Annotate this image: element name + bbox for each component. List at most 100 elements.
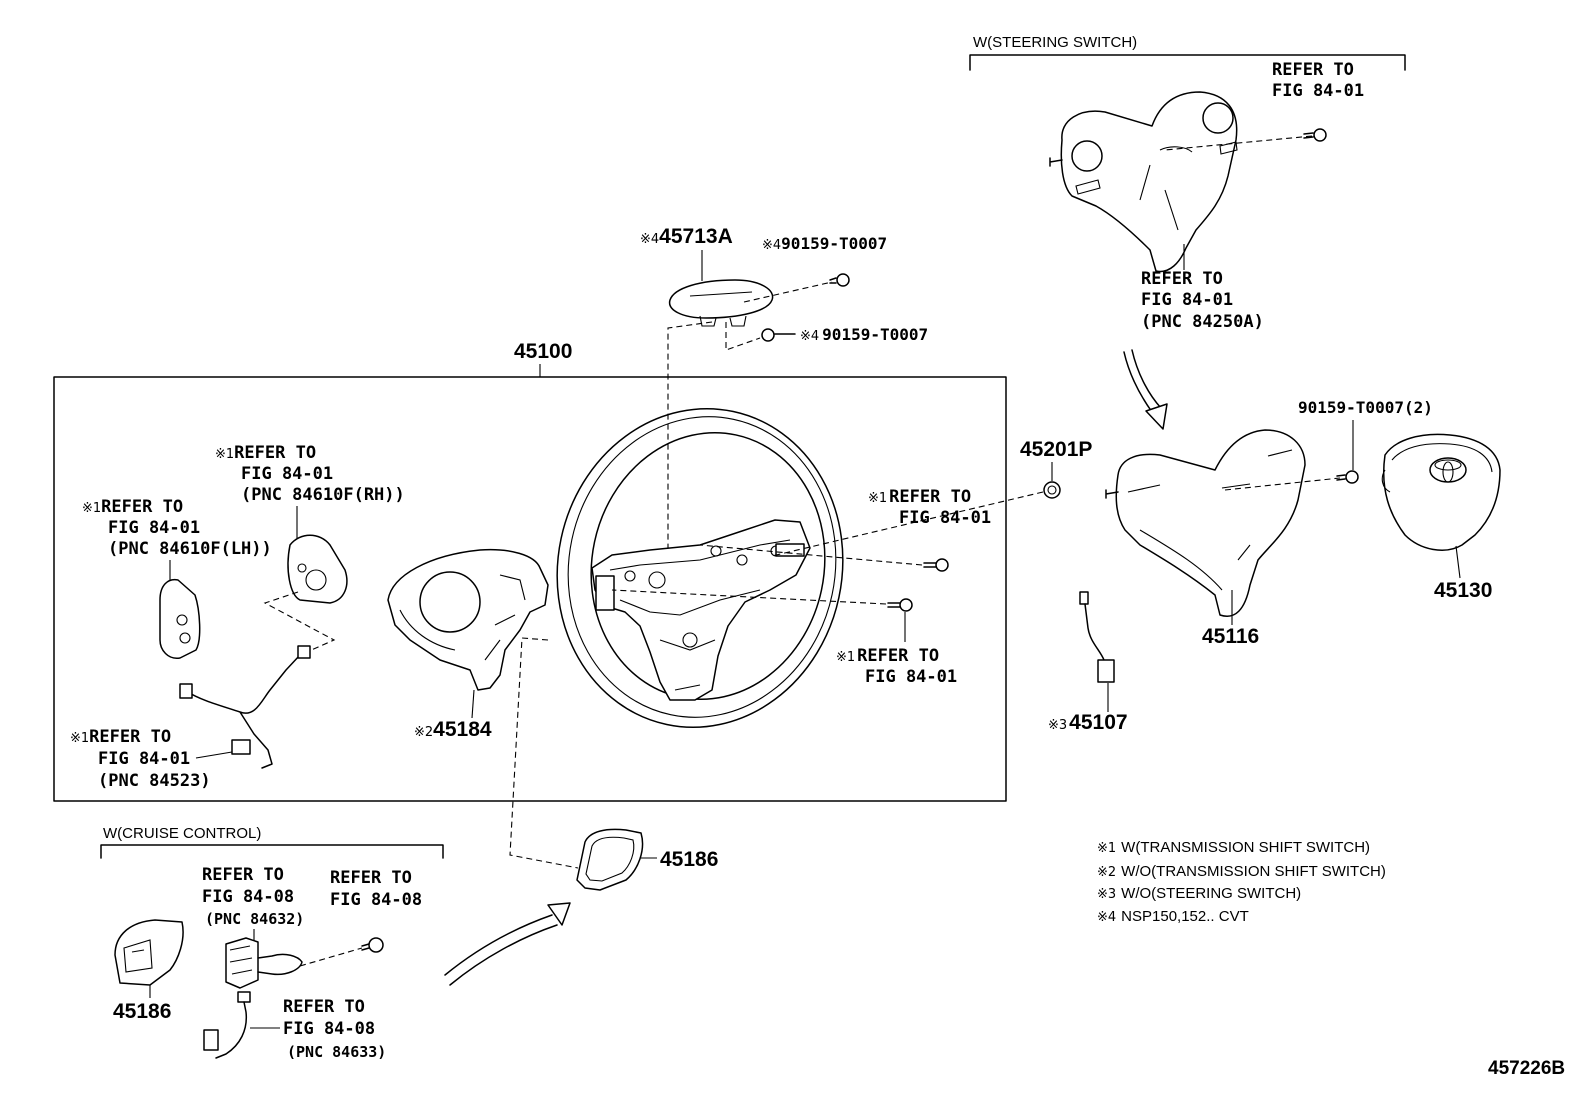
pad-assy-drawing — [1382, 433, 1501, 551]
note-mark: ※1 — [215, 447, 234, 462]
ref-line: REFER TO — [283, 997, 365, 1017]
cruise-switch-detail — [229, 945, 253, 975]
note-mark: ※3 — [1048, 718, 1067, 733]
ref-line: (PNC 84610F(RH)) — [241, 485, 405, 505]
harness-drawing — [187, 654, 301, 769]
wheel-nut-group: 45201P — [771, 438, 1092, 557]
group-header: W(STEERING SWITCH) — [973, 34, 1137, 51]
lower-cover-drawing — [1115, 429, 1306, 617]
ref-harness: ※1REFER TO — [70, 727, 171, 747]
leader-dashed — [263, 591, 336, 653]
cruise-harness-drawing — [215, 1001, 248, 1059]
leader-dashed — [699, 544, 923, 566]
group-bracket — [100, 844, 444, 859]
hub-tab-left — [595, 575, 615, 611]
part-label-pad-screw: 90159-T0007(2) — [1298, 398, 1433, 417]
leader-line — [1455, 545, 1461, 579]
toyota-emblem-top — [1434, 459, 1462, 471]
toyota-emblem-inner — [1442, 461, 1454, 483]
part-label-45201p: 45201P — [1020, 438, 1092, 461]
hub-hole — [736, 554, 748, 566]
switch-rh-button — [297, 563, 307, 573]
switch-stub — [1049, 157, 1063, 167]
pad-assy-edge — [1381, 443, 1493, 493]
ref-line: REFER TO — [1272, 60, 1354, 80]
steering-switch-bezel — [1060, 91, 1238, 273]
part-number: 45713A — [659, 225, 733, 248]
curved-arrow-icon — [1123, 349, 1168, 430]
part-label-screw-upper: ※490159-T0007 — [762, 234, 887, 253]
leader-dashed — [509, 637, 579, 869]
part-label-45186: 45186 — [660, 848, 718, 871]
ref-line: (PNC 84523) — [98, 771, 211, 791]
small-cover-inner — [585, 836, 635, 882]
screw-icon — [829, 273, 850, 287]
harness-connector — [231, 739, 251, 755]
ref-line: (PNC 84633) — [287, 1043, 386, 1061]
nut-icon — [1043, 481, 1061, 499]
part-number: 45184 — [433, 718, 492, 741]
pad-screw-group: 90159-T0007(2) — [1298, 398, 1433, 484]
hub-hole — [682, 632, 698, 648]
cruise-switch-drawing — [225, 937, 259, 989]
note-mark: ※1 — [836, 650, 855, 665]
switch-rh-drawing — [287, 534, 348, 604]
switch-hole-right — [1202, 102, 1234, 134]
switch-lh-button — [176, 614, 188, 626]
wire-drawing — [1084, 603, 1105, 661]
part-number: 45107 — [1069, 711, 1127, 734]
nut-icon-inner — [1047, 485, 1057, 495]
leader-dashed — [771, 491, 1044, 557]
note-mark: ※1 — [82, 501, 101, 516]
ref-line: (PNC 84632) — [205, 910, 304, 928]
ref-line: FIG 84-01 — [1272, 81, 1364, 101]
ref-switch-lh: ※1REFER TO — [82, 497, 183, 517]
leader-dashed — [743, 281, 833, 303]
cruise-harness-connector — [237, 991, 251, 1003]
ref-line: FIG 84-08 — [330, 890, 422, 910]
part-label-45116: 45116 — [1202, 625, 1259, 648]
wire-connector — [1079, 591, 1089, 605]
lower-cover-group: 45116 — [1105, 429, 1341, 648]
note-mark: ※1 — [1097, 841, 1116, 856]
wheel-assy-group: 45100 ※245184 ※1REFER TO FIG 84-01 (PNC … — [53, 340, 1007, 869]
note-mark: ※1 — [868, 491, 887, 506]
part-label-45100: 45100 — [514, 340, 572, 363]
part-label-45713a: ※445713A — [640, 225, 733, 248]
cruise-control-group: W(CRUISE CONTROL) REFER TO FIG 84-08 (PN… — [100, 825, 444, 1061]
screw-icon — [361, 937, 384, 953]
ref-line: REFER TO — [89, 727, 171, 747]
legend-text: W(TRANSMISSION SHIFT SWITCH) — [1121, 839, 1370, 856]
ref-line: REFER TO — [330, 868, 412, 888]
bolt-icon — [923, 558, 949, 572]
part-number: 90159-T0007 — [822, 325, 928, 344]
switch-lh-button — [179, 632, 191, 644]
switch-lh-drawing — [159, 578, 201, 659]
rear-cover-opening — [419, 571, 481, 633]
ref-line: REFER TO — [1141, 269, 1223, 289]
part-label-45107: ※345107 — [1048, 711, 1128, 734]
screw-icon — [761, 328, 796, 342]
leader-dashed — [1164, 135, 1313, 151]
screw-icon — [1336, 470, 1359, 484]
leader-line — [195, 751, 233, 759]
note-mark: ※2 — [414, 725, 433, 740]
part-label-45130: 45130 — [1434, 579, 1492, 602]
steering-switch-group: W(STEERING SWITCH) REFER TO FIG 84-01 RE… — [969, 34, 1406, 332]
diagram-code: 457226B — [1488, 1058, 1565, 1079]
part-label-45186: 45186 — [113, 1000, 171, 1023]
harness-connector — [179, 683, 193, 699]
ref-line: FIG 84-01 — [899, 508, 991, 528]
switch-buttons — [1075, 141, 1238, 231]
rear-cover-detail — [399, 574, 526, 661]
ref-line: FIG 84-01 — [865, 667, 957, 687]
leader-line — [471, 689, 475, 719]
small-cover-group: 45186 — [576, 828, 718, 891]
ref-line: (PNC 84610F(LH)) — [108, 539, 272, 559]
switch-hole-left — [1071, 140, 1103, 172]
ref-line: FIG 84-01 — [1141, 290, 1233, 310]
ref-switch-rh: ※1REFER TO — [215, 443, 316, 463]
